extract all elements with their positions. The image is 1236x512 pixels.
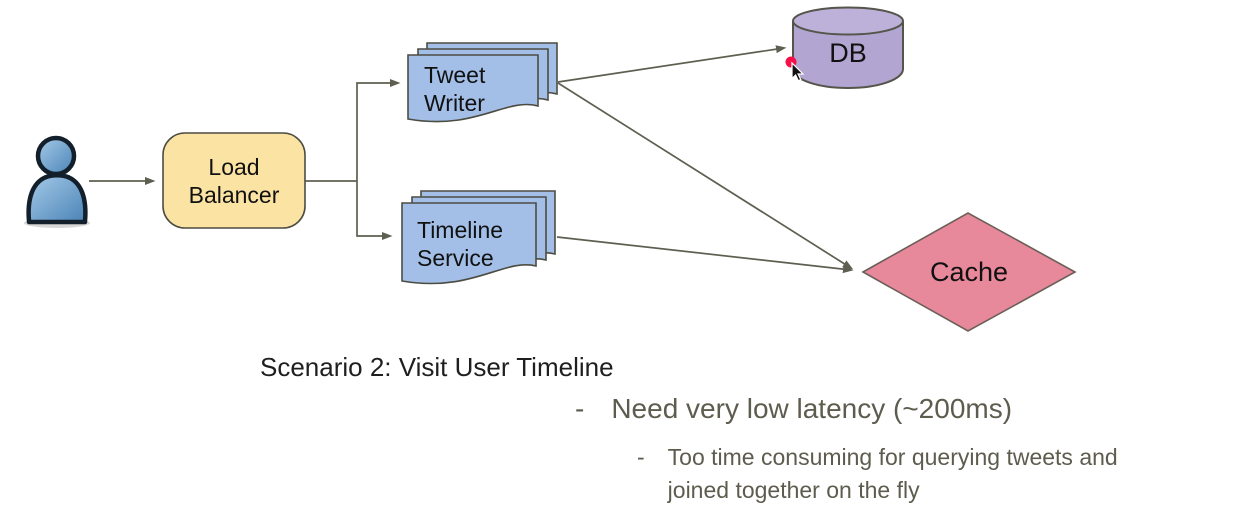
bullet-marker: - [575, 393, 585, 424]
tweet-writer-label-line1: Tweet [424, 62, 486, 88]
connectors [89, 45, 854, 274]
load-balancer-label-line1: Load [208, 154, 259, 180]
bullet-text: Too time consuming for querying tweets a… [667, 444, 1118, 503]
scenario-caption: Scenario 2: Visit User Timeline [260, 352, 614, 382]
user-head [35, 135, 77, 177]
db-label: DB [829, 38, 867, 68]
user-icon [24, 135, 90, 228]
db-node: DB [792, 6, 904, 89]
load-balancer-label-line2: Balancer [189, 182, 280, 208]
cursor-icon [791, 61, 805, 82]
arrow-to-tweet-writer [356, 79, 401, 181]
bullet-marker: - [637, 444, 645, 470]
cursor-arrow [791, 61, 805, 82]
tweet-writer-node: Tweet Writer [407, 42, 558, 123]
load-balancer-shape [162, 132, 306, 229]
tweet-writer-sheet-front [407, 54, 539, 123]
cache-diamond [861, 212, 1077, 332]
bullet-text: Need very low latency (~200ms) [611, 393, 1013, 424]
cache-node: Cache [861, 212, 1077, 332]
timeline-service-label-line2: Service [417, 245, 494, 271]
timeline-service-sheet-front [401, 202, 537, 285]
tweet-writer-label-line2: Writer [424, 90, 485, 116]
bullet-need-low-latency: - Need very low latency (~200ms) [575, 392, 1012, 426]
arrow-tweetwriter-to-cache [557, 82, 854, 270]
arrow-tweetwriter-to-db [557, 45, 787, 83]
load-balancer-node: Load Balancer [162, 132, 306, 229]
db-cylinder-top [792, 6, 904, 36]
timeline-service-label-line1: Timeline [417, 217, 503, 243]
arrow-timelineservice-to-cache [556, 236, 854, 274]
cache-label: Cache [930, 257, 1008, 287]
timeline-service-node: Timeline Service [401, 190, 556, 285]
bullet-too-time-consuming: - Too time consuming for querying tweets… [637, 441, 1173, 507]
arrow-to-timeline-service [356, 181, 393, 240]
user-body [26, 173, 88, 225]
